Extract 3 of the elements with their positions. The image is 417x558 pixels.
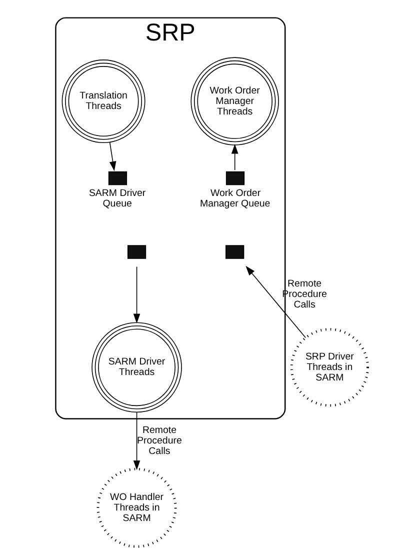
node-label: SARM Driver Queue — [88, 188, 146, 210]
node-label: Work Order Manager Queue — [200, 188, 270, 210]
edge-label: Remote Procedure Calls — [137, 425, 182, 458]
